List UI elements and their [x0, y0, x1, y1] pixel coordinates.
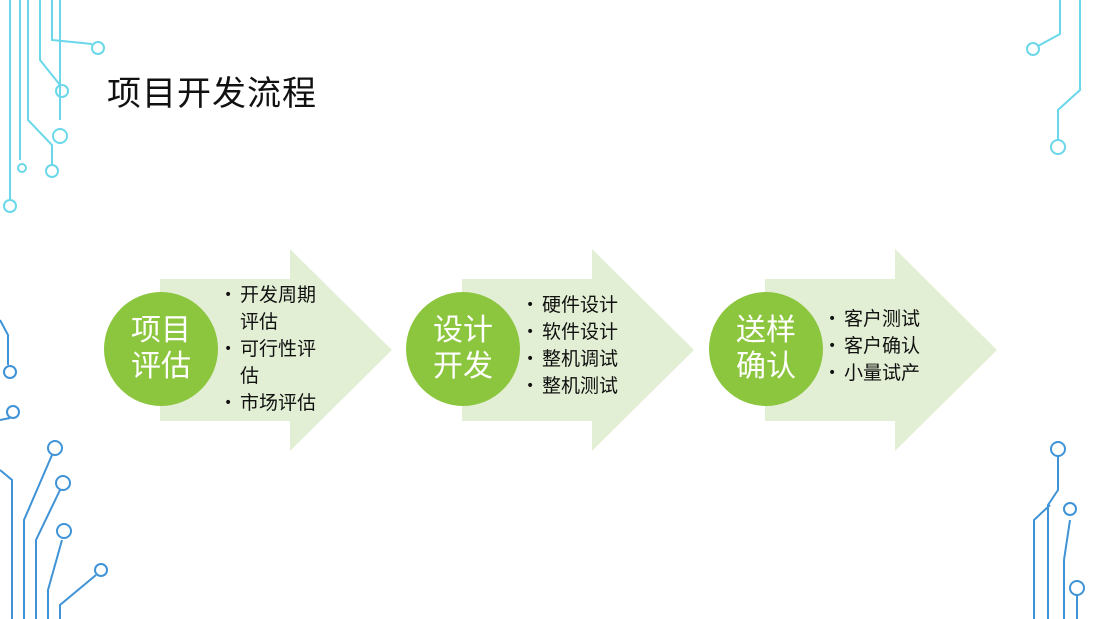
list-item: 开发周期评估 [222, 282, 334, 336]
list-item: 市场评估 [222, 390, 334, 417]
stage-name: 项目评估 [131, 313, 191, 384]
list-item: 整机调试 [524, 346, 644, 373]
page-title: 项目开发流程 [107, 74, 317, 114]
list-item: 硬件设计 [524, 292, 644, 319]
list-item: 软件设计 [524, 319, 644, 346]
list-item: 小量试产 [826, 360, 946, 387]
stage-items: 客户测试 客户确认 小量试产 [826, 306, 946, 387]
stage-name: 设计开发 [433, 313, 493, 384]
stage-circle: 设计开发 [406, 292, 520, 406]
stage-circle: 项目评估 [104, 292, 218, 406]
stage-circle: 送样确认 [709, 292, 823, 406]
list-item: 客户测试 [826, 306, 946, 333]
list-item: 可行性评估 [222, 336, 334, 390]
stage-items: 硬件设计 软件设计 整机调试 整机测试 [524, 292, 644, 400]
list-item: 客户确认 [826, 333, 946, 360]
stage-items: 开发周期评估 可行性评估 市场评估 [222, 282, 334, 417]
list-item: 整机测试 [524, 373, 644, 400]
stage-name: 送样确认 [736, 313, 796, 384]
